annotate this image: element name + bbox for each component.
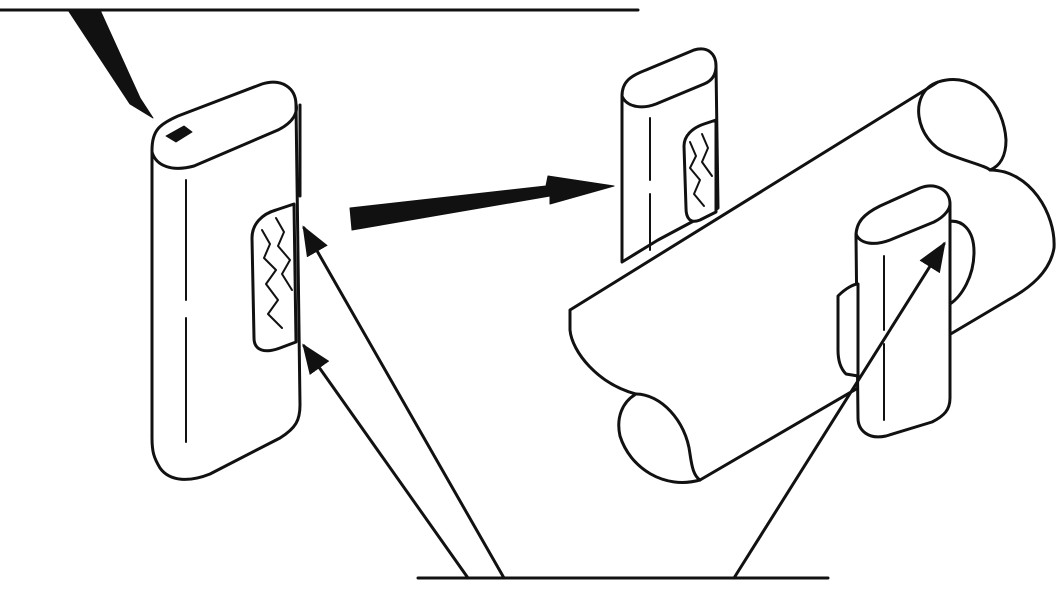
holder-tube-end-cap (917, 80, 992, 172)
fuse-upper-right-contact-texture (689, 133, 713, 207)
transfer-arrow (349, 175, 615, 231)
callout-bottom (302, 225, 946, 580)
fuse-left-contact-strip (250, 202, 298, 353)
fuse-left-contact-texture (261, 217, 293, 329)
fuse-left-top-notch (165, 125, 193, 143)
callout-bottom-b-arrow (302, 343, 470, 580)
fuse-lower-right-top-edge (854, 202, 952, 245)
callout-bottom-a-arrow (302, 225, 506, 580)
fuse-left-body (150, 80, 302, 481)
fuse-upper-right-contact-strip (682, 118, 718, 223)
callout-top (0, 8, 640, 119)
callout-top-arrow (67, 9, 154, 119)
holder-tube-lower-cap (634, 392, 702, 482)
fuse-lower-right-clip-back (944, 219, 976, 306)
fuse-left-top-edge (150, 102, 298, 170)
fuse-upper-right-top-edge (620, 64, 718, 109)
fuse-upper-right (620, 47, 720, 264)
holder-tube (568, 78, 1056, 484)
fuse-lower-right-clip-front (836, 282, 860, 378)
fuse-left (150, 80, 302, 481)
callout-bottom-c-arrow (732, 241, 946, 580)
